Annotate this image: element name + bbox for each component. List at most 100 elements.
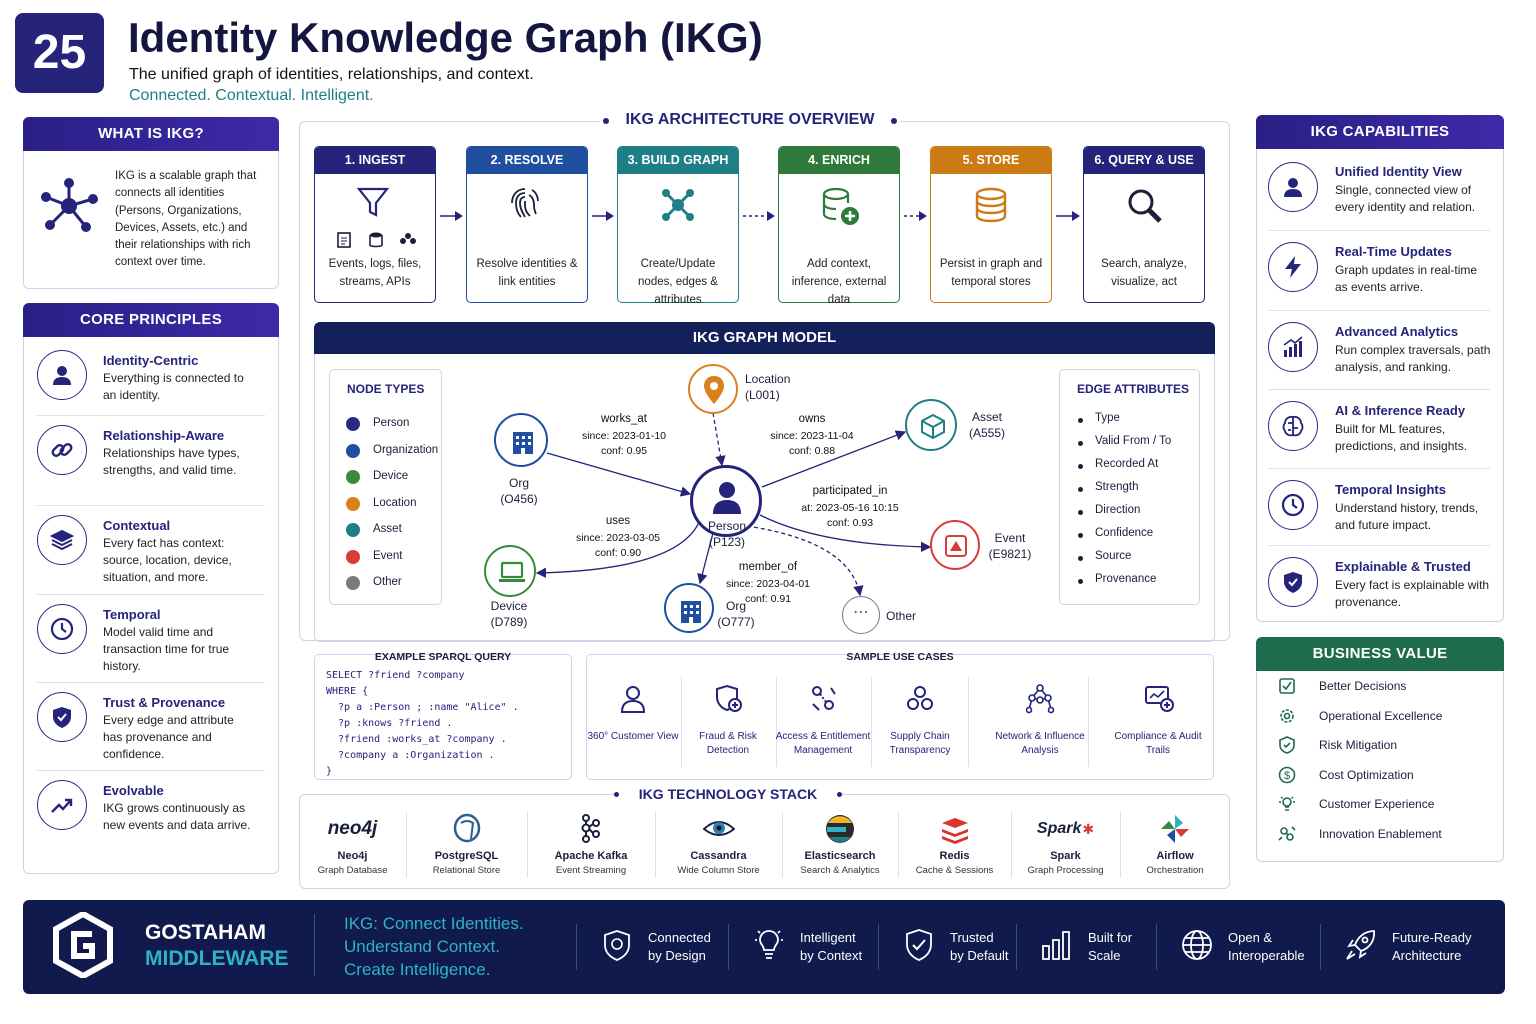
principle-icon-circle [37,425,87,475]
shield-check-icon [1278,736,1296,755]
legend-dot [346,549,360,564]
divider [871,677,872,767]
edge-attribute-item: Confidence [1095,527,1154,539]
edge-attr: since: 2023-04-01 [725,578,811,590]
sparql-title: EXAMPLE SPARQL QUERY [374,651,512,663]
pipeline-step-text: Search, analyze, visualize, act [1101,258,1187,288]
footer-feature-line: Open & [1228,930,1273,945]
bullet [1078,441,1083,446]
principle-desc: Every edge and attribute has provenance … [103,713,234,761]
sparql-line: ?friend :works_at ?company . [326,734,507,745]
brand-logo-icon [53,912,113,978]
tech-name: Cassandra [690,850,747,862]
node-types-title: NODE TYPES [347,382,425,396]
use-case-label: Network & Influence Analysis [995,731,1085,756]
edge-attr: since: 2023-03-05 [575,532,661,544]
use-case-label: 360° Customer View [587,731,679,742]
node-device-label: Device (D789) [490,599,528,629]
pipeline-arrow [741,209,776,221]
principle-title: Contextual [103,518,171,533]
tech-desc: Search & Analytics [800,865,880,876]
capability-icon-circle [1268,322,1318,372]
person-icon [53,366,71,385]
lightbulb-icon [752,928,786,962]
principle-desc: IKG grows continuously as new events and… [103,801,251,832]
footer-divider [728,924,729,970]
neo4j-logo: neo4j [299,812,406,846]
capability-icon-circle [1268,162,1318,212]
principle-title: Trust & Provenance [103,695,226,710]
supply-chain-icon [906,684,936,716]
edge-attr: at: 2023-05-16 10:15 [801,502,899,514]
cube-icon [921,413,945,439]
edge-participated-in [759,514,932,553]
logo-text: Spark [1036,820,1082,837]
clock-icon [50,617,74,641]
pipeline-arrow [1054,209,1081,221]
tech-name: Redis [939,850,970,862]
globe-icon [1180,928,1214,962]
what-is-card: WHAT IS IKG? IKG is a scalable graph tha… [23,117,279,289]
divider [782,812,783,878]
elasticsearch-icon [782,812,898,846]
footer-feature-line: Intelligent [800,930,856,945]
edge-attribute-item: Direction [1095,504,1141,516]
footer-divider [1320,924,1321,970]
pipeline-arrow [902,209,928,221]
node-person [690,465,762,537]
pipeline-step-text: Add context, inference, external data [791,258,887,306]
principle-desc: Model valid time and transaction time fo… [103,625,230,673]
legend-dot [346,523,360,537]
what-is-text: IKG is a scalable graph that connects al… [115,170,257,269]
business-value-title: BUSINESS VALUE [1256,637,1504,671]
footer-feature-line: Interoperable [1228,948,1305,963]
use-cases-title: SAMPLE USE CASES [846,651,954,663]
search-icon [1128,189,1162,223]
divider [37,415,265,416]
pipeline-step-label: 2. RESOLVE [467,147,587,174]
sparql-line: } [326,766,333,777]
business-value-item: Operational Excellence [1319,708,1443,723]
node-asset [905,399,957,451]
trend-icon [51,798,73,813]
legend-dot [346,417,360,431]
business-value-item: Better Decisions [1319,679,1407,693]
sparql-panel [314,654,572,780]
people-icon [400,233,416,244]
bullet [1078,533,1083,538]
graph-icon [662,189,694,221]
capability-title: Real-Time Updates [1335,244,1452,259]
principle-desc: Relationships have types, strengths, and… [103,446,240,477]
divider [1268,310,1490,311]
edge-attr: conf: 0.88 [788,445,836,457]
capability-desc: Every fact is explainable with provenanc… [1335,578,1490,609]
event-alert-icon [945,535,967,557]
principle-icon-circle [37,515,87,565]
airflow-pinwheel-icon [1120,812,1230,846]
postgresql-elephant-icon [406,812,527,846]
use-case-label: Fraud & Risk Detection [699,731,757,756]
building-icon [513,432,533,454]
capability-icon-circle [1268,242,1318,292]
tech-name: Elasticsearch [804,850,876,862]
title-dot-right [891,118,897,124]
edge-type: uses [605,515,631,527]
laptop-icon [499,561,525,582]
use-case-label: Supply Chain Transparency [889,731,951,756]
business-value-item: Customer Experience [1319,797,1435,812]
fingerprint-icon [511,188,539,218]
capability-title: Temporal Insights [1335,482,1446,497]
principle-desc: Everything is connected to an identity. [103,371,244,402]
shield-icon [1284,572,1302,593]
tech-desc: Orchestration [1146,865,1204,876]
edge-attr: conf: 0.90 [594,547,642,559]
divider [527,812,528,878]
node-other-label: Other [886,609,917,623]
database-plus-icon [822,187,859,225]
